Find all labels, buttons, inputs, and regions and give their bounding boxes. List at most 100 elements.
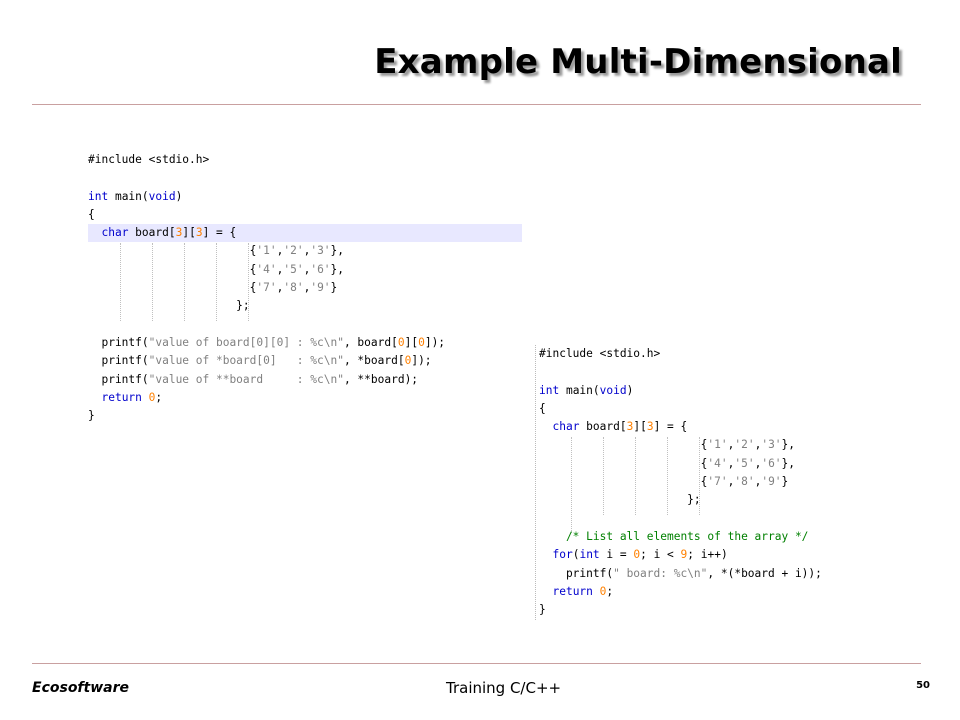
keyword: int bbox=[88, 189, 109, 203]
code-line: { bbox=[539, 400, 879, 418]
code-line: int main(void) bbox=[539, 382, 879, 400]
slide-title: Example Multi-Dimensional bbox=[374, 42, 902, 82]
keyword: return bbox=[101, 390, 142, 404]
code-line-comment: /* List all elements of the array */ bbox=[539, 528, 879, 546]
title-divider bbox=[32, 104, 921, 105]
footer-divider bbox=[32, 663, 921, 664]
string-literal: '3' bbox=[310, 244, 331, 258]
code-line-text: printf("value of *board[0] : %c\n", *boa… bbox=[88, 354, 432, 368]
indent-guide bbox=[603, 437, 604, 515]
code-line: }; bbox=[539, 491, 879, 509]
code-line: return 0; bbox=[88, 389, 522, 407]
keyword: int bbox=[579, 548, 600, 562]
page-number: 50 bbox=[916, 680, 930, 691]
code-line-highlighted: char board[3][3] = { bbox=[88, 224, 522, 243]
code-line: } bbox=[88, 407, 522, 425]
code-line-text: }; bbox=[539, 493, 701, 507]
code-line-text: }; bbox=[88, 299, 250, 313]
number-literal: 0 bbox=[404, 354, 412, 368]
number-literal: 0 bbox=[633, 548, 641, 562]
string-literal: '8' bbox=[734, 475, 755, 489]
code-line: #include <stdio.h> bbox=[88, 151, 522, 169]
string-literal: '4' bbox=[707, 456, 728, 470]
code-line-text: #include <stdio.h> bbox=[539, 347, 661, 360]
code-line: {'7','8','9'} bbox=[539, 473, 879, 491]
string-literal: "value of *board[0] : %c\n" bbox=[148, 354, 344, 368]
keyword: void bbox=[599, 383, 627, 397]
code-line-text: {'7','8','9'} bbox=[539, 475, 789, 489]
indent-guide bbox=[120, 243, 121, 321]
code-line-text: printf(" board: %c\n", *(*board + i)); bbox=[539, 566, 822, 580]
string-literal: '2' bbox=[734, 438, 755, 452]
code-line: for(int i = 0; i < 9; i++) bbox=[539, 546, 879, 564]
footer-company-name: Ecosoftware bbox=[32, 680, 129, 696]
code-line-text: char board[3][3] = { bbox=[101, 226, 237, 240]
code-line: printf(" board: %c\n", *(*board + i)); bbox=[539, 565, 879, 583]
string-literal: '7' bbox=[707, 475, 728, 489]
code-line-text: printf("value of **board : %c\n", **boar… bbox=[88, 372, 419, 386]
keyword: return bbox=[552, 584, 593, 598]
string-literal: '5' bbox=[283, 262, 304, 276]
string-literal: '1' bbox=[707, 438, 728, 452]
code-line-text: for(int i = 0; i < 9; i++) bbox=[552, 548, 728, 562]
indent-guide bbox=[248, 243, 249, 321]
code-line: printf("value of *board[0] : %c\n", *boa… bbox=[88, 352, 522, 370]
code-line bbox=[88, 316, 522, 334]
number-literal: 0 bbox=[148, 390, 156, 404]
string-literal: '5' bbox=[734, 456, 755, 470]
code-line: {'1','2','3'}, bbox=[539, 436, 879, 454]
indent-guide bbox=[699, 437, 700, 515]
code-line-text: {'4','5','6'}, bbox=[539, 456, 796, 470]
number-literal: 3 bbox=[175, 226, 183, 240]
string-literal: "value of board[0][0] : %c\n" bbox=[148, 335, 344, 349]
code-line: } bbox=[539, 601, 879, 619]
code-line: { bbox=[88, 206, 522, 224]
code-line-text: { bbox=[539, 401, 546, 415]
code-line-text: return 0; bbox=[552, 584, 614, 598]
string-literal: '2' bbox=[283, 244, 304, 258]
number-literal: 0 bbox=[418, 335, 425, 349]
code-line-text: } bbox=[539, 603, 546, 617]
code-line-text: {'4','5','6'}, bbox=[88, 262, 345, 276]
code-line: return 0; bbox=[539, 583, 879, 601]
number-literal: 0 bbox=[397, 335, 405, 349]
number-literal: 3 bbox=[646, 420, 654, 434]
string-literal: '6' bbox=[310, 262, 331, 276]
code-line-text: /* List all elements of the array */ bbox=[539, 529, 809, 543]
indent-guide bbox=[216, 243, 217, 321]
string-literal: '6' bbox=[761, 456, 782, 470]
code-line: printf("value of **board : %c\n", **boar… bbox=[88, 371, 522, 389]
code-line: {'4','5','6'}, bbox=[539, 455, 879, 473]
string-literal: '3' bbox=[761, 438, 782, 452]
footer-course-title: Training C/C++ bbox=[446, 679, 562, 697]
code-line bbox=[539, 510, 879, 528]
string-literal: '8' bbox=[283, 281, 304, 295]
code-line: {'7','8','9'} bbox=[88, 279, 522, 297]
code-line: }; bbox=[88, 297, 522, 315]
editor-margin-line bbox=[535, 345, 536, 620]
code-snippet-pointer-access: #include <stdio.h> int main(void) { char… bbox=[88, 151, 522, 425]
code-line-text: {'1','2','3'}, bbox=[539, 438, 796, 452]
indent-guide bbox=[152, 243, 153, 321]
indent-guide bbox=[667, 437, 668, 515]
keyword: void bbox=[148, 189, 176, 203]
indent-guide bbox=[571, 437, 572, 533]
code-line: char board[3][3] = { bbox=[539, 418, 879, 436]
code-line: {'1','2','3'}, bbox=[88, 242, 522, 260]
keyword: char bbox=[552, 420, 580, 434]
string-literal: "value of **board : %c\n" bbox=[148, 372, 344, 386]
code-line: {'4','5','6'}, bbox=[88, 261, 522, 279]
code-line: int main(void) bbox=[88, 188, 522, 206]
code-snippet-loop-access: #include <stdio.h> int main(void) { char… bbox=[539, 345, 879, 619]
string-literal: " board: %c\n" bbox=[613, 566, 708, 580]
code-line-text: char board[3][3] = { bbox=[552, 420, 688, 434]
number-literal: 3 bbox=[195, 226, 203, 240]
code-line: printf("value of board[0][0] : %c\n", bo… bbox=[88, 334, 522, 352]
string-literal: '9' bbox=[761, 475, 782, 489]
code-line bbox=[539, 363, 879, 381]
number-literal: 3 bbox=[626, 420, 634, 434]
keyword: int bbox=[539, 383, 560, 397]
string-literal: '9' bbox=[310, 281, 331, 295]
string-literal: '4' bbox=[256, 262, 277, 276]
code-line: #include <stdio.h> bbox=[539, 345, 879, 363]
